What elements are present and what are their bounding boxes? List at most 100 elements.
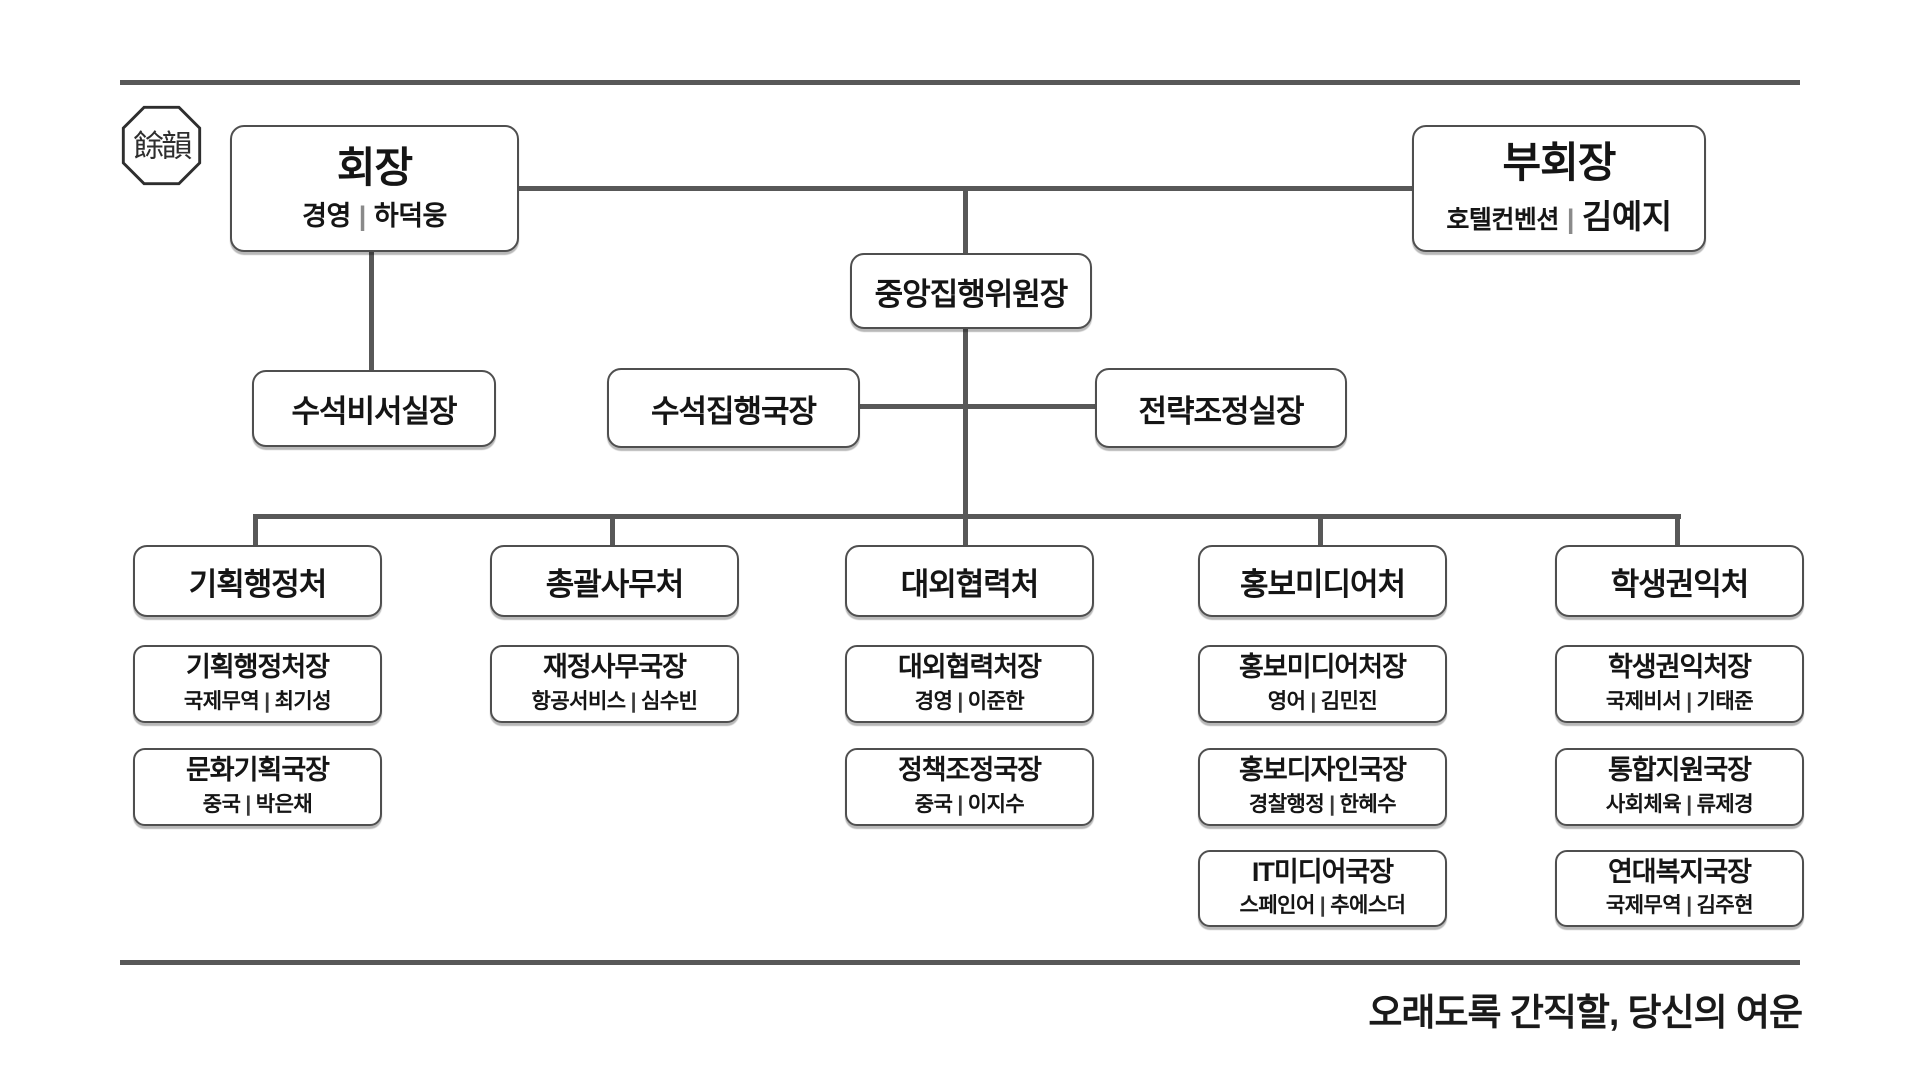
member-title: 기획행정처장 xyxy=(185,652,330,683)
vice-president-dept: 호텔컨벤션 xyxy=(1446,205,1559,234)
vice-president-name: 김예지 xyxy=(1581,197,1672,235)
dept-box-general-affairs: 총괄사무처 xyxy=(490,545,739,617)
member-name: 최기성 xyxy=(274,689,332,713)
member-name: 류제경 xyxy=(1696,792,1754,816)
member-box: 정책조정국장 중국|이지수 xyxy=(845,748,1094,826)
member-subtitle: 국제무역|김주현 xyxy=(1606,889,1754,919)
member-title: 대외협력처장 xyxy=(897,652,1042,683)
central-chair-box: 중앙집행위원장 xyxy=(850,253,1092,329)
member-dept: 중국 xyxy=(914,792,953,816)
member-name: 이준한 xyxy=(967,689,1025,713)
president-box: 회장 경영|하덕웅 xyxy=(230,125,519,252)
pipe-divider: | xyxy=(957,792,963,816)
connector-drop-dept-1 xyxy=(253,514,258,545)
member-box: 문화기획국장 중국|박은채 xyxy=(133,748,382,826)
pipe-divider: | xyxy=(264,689,270,713)
member-dept: 국제비서 xyxy=(1605,689,1682,713)
member-subtitle: 항공서비스|심수빈 xyxy=(532,685,698,715)
member-name: 심수빈 xyxy=(641,689,698,713)
chief-secretary-title: 수석비서실장 xyxy=(291,394,457,429)
pipe-divider: | xyxy=(1686,792,1692,816)
member-subtitle: 경찰행정|한혜수 xyxy=(1248,788,1397,818)
connector-drop-dept-5 xyxy=(1675,514,1680,545)
member-subtitle: 사회체육|류제경 xyxy=(1605,788,1754,818)
president-subtitle: 경영|하덕웅 xyxy=(302,194,447,233)
chief-secretary-box: 수석비서실장 xyxy=(252,370,496,447)
member-title: 통합지원국장 xyxy=(1607,755,1752,786)
member-title: 홍보디자인국장 xyxy=(1239,755,1407,786)
member-box: 홍보디자인국장 경찰행정|한혜수 xyxy=(1198,748,1447,826)
member-title: 정책조정국장 xyxy=(897,755,1042,786)
member-title: IT미디어국장 xyxy=(1251,856,1394,887)
top-rule xyxy=(120,80,1800,85)
footer-tagline: 오래도록 간직할, 당신의 여운 xyxy=(1368,992,1803,1033)
member-name: 김민진 xyxy=(1320,689,1378,713)
member-box: 재정사무국장 항공서비스|심수빈 xyxy=(490,645,739,723)
member-box: 홍보미디어처장 영어|김민진 xyxy=(1198,645,1447,723)
member-dept: 스페인어 xyxy=(1239,894,1316,918)
seal-logo-icon: 餘韻 xyxy=(121,105,202,186)
member-title: 학생권익처장 xyxy=(1607,652,1752,683)
connector-drop-dept-4 xyxy=(1318,514,1323,545)
vice-president-title: 부회장 xyxy=(1502,139,1617,187)
dept-name: 총괄사무처 xyxy=(545,566,685,602)
pipe-divider: | xyxy=(358,201,367,232)
president-name: 하덕웅 xyxy=(373,201,448,232)
chief-executive-title: 수석집행국장 xyxy=(650,393,817,429)
pipe-divider: | xyxy=(1310,689,1316,713)
president-dept: 경영 xyxy=(302,201,351,232)
member-title: 문화기획국장 xyxy=(185,755,330,786)
member-name: 박은채 xyxy=(255,792,313,816)
president-title: 회장 xyxy=(336,143,413,191)
dept-box-planning-admin: 기획행정처 xyxy=(133,545,382,617)
connector-drop-dept-2 xyxy=(610,514,615,545)
member-subtitle: 중국|박은채 xyxy=(203,788,313,818)
dept-box-external-relations: 대외협력처 xyxy=(845,545,1094,617)
member-name: 추에스더 xyxy=(1330,894,1406,918)
pipe-divider: | xyxy=(1319,894,1326,918)
member-box: 기획행정처장 국제무역|최기성 xyxy=(133,645,382,723)
pipe-divider: | xyxy=(245,792,251,816)
chief-executive-box: 수석집행국장 xyxy=(607,368,860,448)
pipe-divider: | xyxy=(1686,689,1692,713)
member-dept: 항공서비스 xyxy=(531,689,627,713)
member-dept: 국제무역 xyxy=(183,689,260,713)
connector-central-spine xyxy=(963,323,968,518)
central-chair-title: 중앙집행위원장 xyxy=(874,276,1069,312)
member-title: 홍보미디어처장 xyxy=(1239,652,1407,683)
member-name: 기태준 xyxy=(1696,689,1754,713)
dept-name: 기획행정처 xyxy=(188,566,328,602)
member-dept: 중국 xyxy=(202,792,241,816)
pipe-divider: | xyxy=(630,689,637,713)
member-subtitle: 중국|이지수 xyxy=(915,788,1025,818)
connector-drop-dept-3 xyxy=(963,514,968,545)
vice-president-box: 부회장 호텔컨벤션|김예지 xyxy=(1412,125,1706,252)
member-box: 대외협력처장 경영|이준한 xyxy=(845,645,1094,723)
dept-name: 홍보미디어처 xyxy=(1239,566,1406,602)
dept-box-pr-media: 홍보미디어처 xyxy=(1198,545,1447,617)
pipe-divider: | xyxy=(1686,894,1692,918)
pipe-divider: | xyxy=(1329,792,1335,816)
connector-exec-strategy xyxy=(856,404,1096,409)
member-title: 재정사무국장 xyxy=(542,652,687,683)
member-box: 연대복지국장 국제무역|김주현 xyxy=(1555,850,1804,927)
member-dept: 경찰행정 xyxy=(1248,792,1325,816)
member-dept: 영어 xyxy=(1267,689,1306,713)
member-dept: 사회체육 xyxy=(1605,792,1682,816)
member-name: 이지수 xyxy=(967,792,1025,816)
member-box: 학생권익처장 국제비서|기태준 xyxy=(1555,645,1804,723)
dept-name: 학생권익처 xyxy=(1610,566,1750,602)
dept-box-student-rights: 학생권익처 xyxy=(1555,545,1804,617)
seal-logo-text: 餘韻 xyxy=(133,129,191,163)
member-subtitle: 경영|이준한 xyxy=(915,685,1025,715)
bottom-rule xyxy=(120,960,1800,965)
vice-president-subtitle: 호텔컨벤션|김예지 xyxy=(1446,190,1672,238)
member-subtitle: 국제비서|기태준 xyxy=(1605,685,1754,715)
strategy-coordination-title: 전략조정실장 xyxy=(1138,393,1304,429)
connector-president-secretary xyxy=(369,246,374,372)
member-dept: 경영 xyxy=(914,689,953,713)
member-box: 통합지원국장 사회체육|류제경 xyxy=(1555,748,1804,826)
pipe-divider: | xyxy=(1566,203,1575,234)
strategy-coordination-box: 전략조정실장 xyxy=(1095,368,1347,448)
